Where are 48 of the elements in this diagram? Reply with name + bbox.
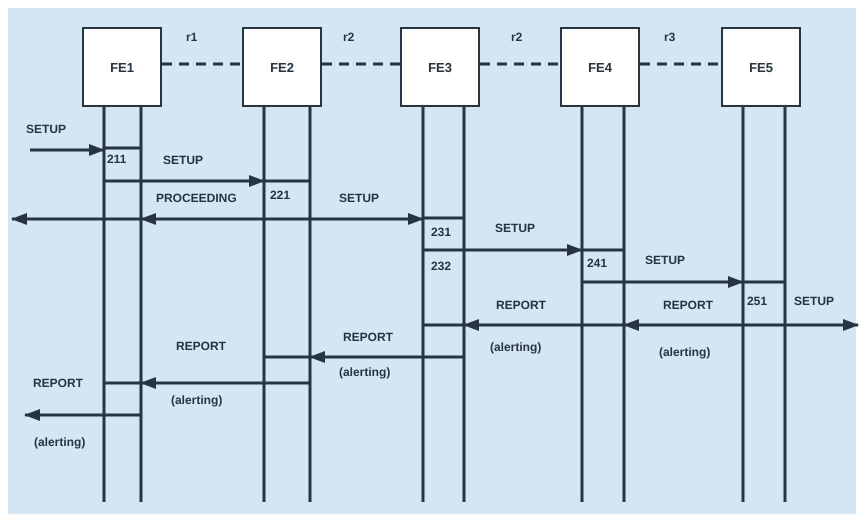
message-arrow — [423, 244, 583, 256]
message-label: SETUP — [26, 122, 66, 136]
message-label: REPORT — [176, 339, 226, 353]
message-label: SETUP — [339, 191, 380, 205]
dashed-line — [162, 62, 242, 66]
entity-box: FE1 — [82, 27, 162, 107]
message-label: SETUP — [495, 221, 536, 235]
message-label: REPORT — [496, 298, 546, 312]
entity-box: FE3 — [400, 27, 480, 107]
message-arrow — [11, 213, 104, 225]
message-arrow — [30, 144, 105, 156]
entity-box: FE2 — [242, 27, 322, 107]
message-arrow — [309, 351, 423, 363]
reference-point-label: r1 — [186, 30, 198, 44]
step-number: 231 — [431, 225, 452, 239]
message-arrow — [140, 377, 310, 389]
message-label: REPORT — [343, 330, 394, 344]
message-parameter: (alerting) — [34, 435, 86, 449]
dashed-line — [640, 62, 721, 66]
message-arrow — [785, 319, 859, 331]
reference-point-label: r2 — [343, 30, 354, 44]
message-parameter: (alerting) — [171, 393, 222, 407]
reference-point-label: r3 — [664, 30, 676, 44]
message-parameter: (alerting) — [339, 365, 390, 379]
message-label: REPORT — [33, 376, 84, 390]
message-arrow — [624, 276, 744, 288]
entity-box: FE5 — [721, 27, 801, 107]
message-label: SETUP — [645, 253, 686, 267]
dashed-line — [322, 62, 400, 66]
message-label: REPORT — [663, 298, 714, 312]
reference-point-label: r2 — [511, 30, 522, 44]
message-parameter: (alerting) — [659, 345, 710, 359]
message-parameter: (alerting) — [490, 340, 542, 354]
step-number: 221 — [270, 188, 290, 202]
step-number: 211 — [107, 152, 126, 166]
message-label: SETUP — [794, 294, 834, 308]
entity-box: FE4 — [560, 27, 640, 107]
step-number: 241 — [587, 256, 608, 270]
message-label: PROCEEDING — [156, 191, 237, 205]
message-arrow — [310, 213, 424, 225]
step-number: 251 — [747, 294, 768, 308]
message-arrow — [140, 213, 264, 225]
dashed-line — [480, 62, 560, 66]
message-arrow — [141, 175, 265, 187]
message-label: SETUP — [163, 153, 204, 167]
step-number: 232 — [431, 259, 452, 273]
message-arrow — [623, 319, 743, 331]
message-arrow — [463, 319, 582, 331]
